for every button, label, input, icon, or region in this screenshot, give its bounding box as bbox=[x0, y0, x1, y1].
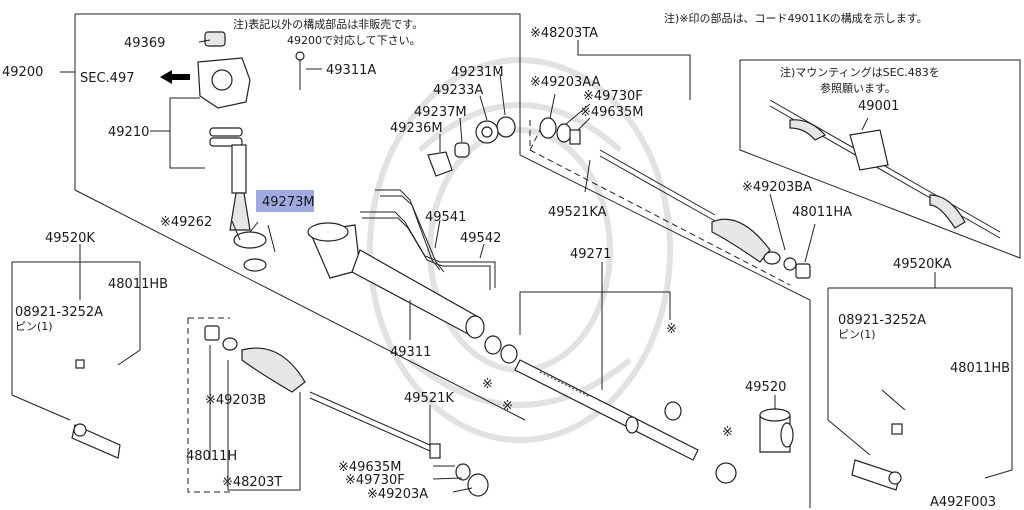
rack-bar bbox=[514, 359, 699, 461]
label-49311: 49311 bbox=[390, 345, 431, 360]
frame-49520ka-bottom bbox=[827, 419, 871, 456]
label-49203ba: ※49203BA bbox=[742, 180, 812, 195]
note-box-left-2: 49200で対応して下さい。 bbox=[287, 33, 421, 47]
note-box-right-1: 注)マウンティングはSEC.483を bbox=[780, 65, 940, 79]
asterisk-mark-2: ※ bbox=[482, 377, 493, 392]
note-box-right-2: 参照願います。 bbox=[820, 81, 896, 95]
label-49520ka: 49520KA bbox=[893, 257, 952, 272]
label-49369: 49369 bbox=[124, 36, 165, 51]
valve-housing bbox=[197, 31, 305, 272]
complete-gear-thumbnail bbox=[769, 99, 1001, 239]
tie-rod-end-right bbox=[851, 389, 906, 491]
label-48203t: ※48203T bbox=[222, 475, 282, 490]
mounting-note-frame bbox=[739, 59, 1021, 259]
frame-49520k-bottom bbox=[11, 394, 71, 421]
label-49203a: ※49203A bbox=[367, 487, 428, 502]
label-49203b: ※49203B bbox=[205, 393, 266, 408]
leader-lines bbox=[79, 39, 936, 493]
label-49210: 49210 bbox=[108, 125, 149, 140]
label-49635m-bottom: ※49635M bbox=[338, 460, 401, 475]
note-box-left-1: 注)表記以外の構成部品は非販売です。 bbox=[233, 17, 423, 31]
pipes bbox=[360, 189, 496, 290]
seal-rings bbox=[427, 116, 516, 177]
label-49001: 49001 bbox=[858, 99, 899, 114]
label-49273m: 49273M bbox=[262, 195, 315, 210]
label-48011ha: 48011HA bbox=[792, 205, 852, 220]
frame-49520k bbox=[12, 261, 141, 366]
label-49236m: 49236M bbox=[390, 121, 443, 136]
note-top-right: 注)※印の部品は、コード49011Kの構成を示します。 bbox=[664, 11, 928, 25]
label-49203aa: ※49203AA bbox=[530, 75, 601, 90]
label-49231m: 49231M bbox=[451, 65, 504, 80]
label-49262: ※49262 bbox=[160, 215, 212, 230]
label-49730f-top: ※49730F bbox=[583, 89, 643, 104]
lower-tie-rod-assembly bbox=[204, 325, 489, 497]
label-sec497: SEC.497 bbox=[80, 71, 135, 86]
bushing bbox=[715, 408, 794, 484]
dash-box-bottom bbox=[187, 318, 230, 493]
label-49730f-bottom: ※49730F bbox=[345, 473, 405, 488]
label-49542: 49542 bbox=[460, 231, 501, 246]
rack-housing bbox=[307, 222, 518, 364]
label-49521k: 49521K bbox=[404, 391, 454, 406]
sec-arrow-icon bbox=[160, 70, 190, 84]
label-pin-code-left: 08921-3252A bbox=[15, 305, 103, 320]
asterisk-mark-4: ※ bbox=[722, 425, 733, 440]
label-49311a: 49311A bbox=[326, 63, 376, 78]
label-pin-name-right: ピン(1) bbox=[838, 328, 876, 341]
label-49233a: 49233A bbox=[433, 83, 483, 98]
label-49541: 49541 bbox=[425, 210, 466, 225]
tie-rod-end-left bbox=[71, 359, 121, 459]
label-49635m-top: ※49635M bbox=[580, 105, 643, 120]
dash-box-top-edge bbox=[529, 119, 546, 151]
dash-box-top bbox=[529, 120, 791, 286]
label-pin-name-left: ピン(1) bbox=[15, 320, 53, 333]
label-49200: 49200 bbox=[2, 65, 43, 80]
label-49271: 49271 bbox=[570, 247, 611, 262]
label-49237m: 49237M bbox=[414, 105, 467, 120]
label-pin-code-right: 08921-3252A bbox=[838, 313, 926, 328]
label-49521ka: 49521KA bbox=[548, 205, 607, 220]
highlight-49273m bbox=[256, 190, 314, 212]
diagram-code: A492F003 bbox=[930, 495, 996, 510]
label-48011h: 48011H bbox=[186, 449, 237, 464]
upper-tie-rod-assembly bbox=[539, 117, 811, 279]
label-48011hb-left: 48011HB bbox=[108, 277, 168, 292]
assembly-frame-49200 bbox=[60, 13, 811, 508]
asterisk-mark-3: ※ bbox=[502, 399, 513, 414]
label-48011hb-right: 48011HB bbox=[950, 361, 1010, 376]
frame-49520ka bbox=[828, 287, 1013, 479]
label-49520: 49520 bbox=[745, 380, 786, 395]
label-48203ta: ※48203TA bbox=[530, 26, 598, 41]
asterisk-mark-1: ※ bbox=[666, 322, 677, 337]
label-49520k: 49520K bbox=[45, 231, 95, 246]
